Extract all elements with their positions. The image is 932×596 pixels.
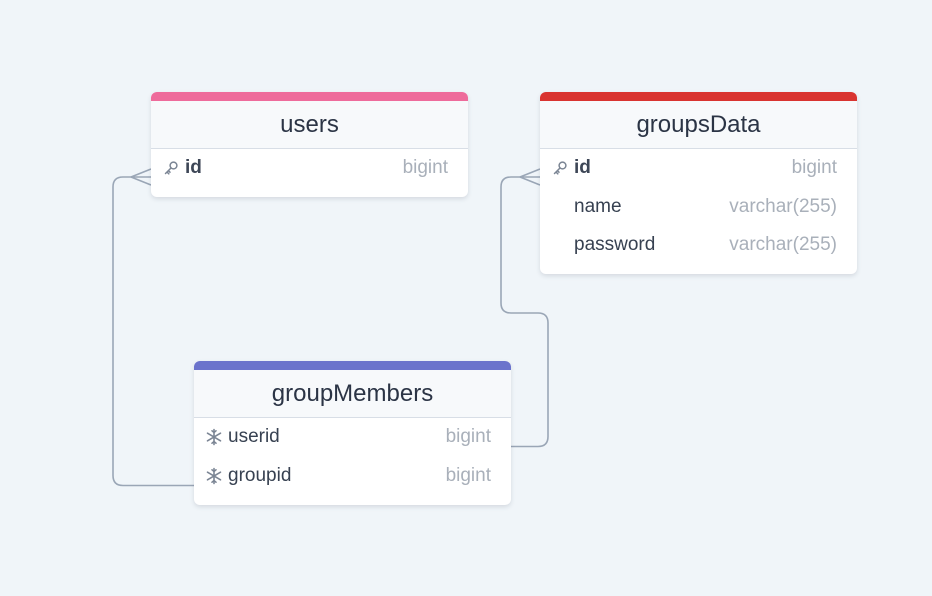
column-type: varchar(255) (729, 234, 837, 256)
table-groupmembers-title[interactable]: groupMembers (194, 370, 511, 418)
column-name: id (185, 157, 202, 179)
table-groupsdata[interactable]: groupsData id bigint name varchar(255) p… (540, 92, 857, 274)
column-name: userid (228, 426, 280, 448)
column-type: varchar(255) (729, 195, 837, 217)
table-groupmembers-color-bar (194, 361, 511, 370)
column-name: password (574, 234, 656, 256)
crowfoot-groupsdata-id (519, 168, 541, 186)
column-type: bigint (445, 426, 491, 448)
column-row-groupmembers-groupid[interactable]: groupid bigint (194, 457, 511, 496)
snowflake-icon (205, 428, 223, 446)
snowflake-icon (205, 467, 223, 485)
column-row-groupmembers-userid[interactable]: userid bigint (194, 418, 511, 457)
table-groupsdata-title[interactable]: groupsData (540, 101, 857, 149)
column-type: bigint (445, 464, 491, 486)
table-groupmembers[interactable]: groupMembers userid bigint groupid bigin… (194, 361, 511, 505)
key-icon (551, 159, 569, 177)
column-name: id (574, 157, 591, 179)
column-row-groupsdata-name[interactable]: name varchar(255) (540, 188, 857, 227)
column-row-groupsdata-password[interactable]: password varchar(255) (540, 226, 857, 265)
relation-groupid-users[interactable] (112, 176, 194, 487)
column-row-groupsdata-id[interactable]: id bigint (540, 149, 857, 188)
table-users-title[interactable]: users (151, 101, 468, 149)
column-type: bigint (791, 157, 837, 179)
column-type: bigint (402, 157, 448, 179)
column-name: name (574, 195, 622, 217)
crowfoot-users-id (130, 168, 152, 186)
table-groupsdata-color-bar (540, 92, 857, 101)
key-icon (162, 159, 180, 177)
column-name: groupid (228, 464, 292, 486)
table-users[interactable]: users id bigint (151, 92, 468, 197)
table-users-color-bar (151, 92, 468, 101)
column-row-users-id[interactable]: id bigint (151, 149, 468, 188)
